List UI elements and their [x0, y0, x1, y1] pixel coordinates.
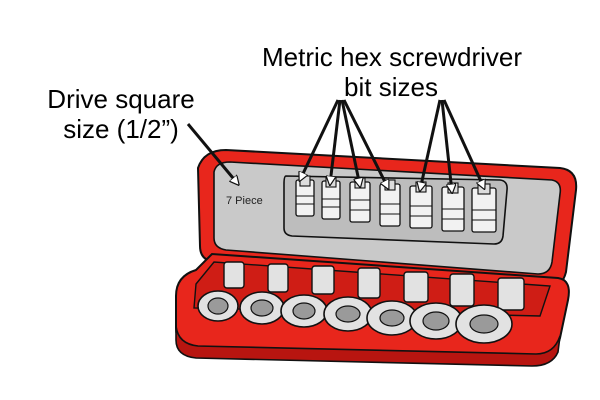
drive-square-label-line2: size (1/2”) [63, 114, 179, 144]
hex-bit [295, 175, 315, 217]
socket [366, 271, 429, 336]
socket [455, 277, 525, 344]
drive-square-label: Drive square size (1/2”) [36, 84, 206, 144]
drive-square-arrow [186, 123, 238, 184]
lid-label: 7 Piece [226, 195, 263, 207]
metric-hex-label-line2: bit sizes [344, 72, 438, 102]
drive-square-label-line1: Drive square [47, 84, 195, 114]
metric-hex-arrows [300, 99, 484, 192]
sockets [197, 261, 525, 344]
hex-bit [471, 183, 497, 233]
hex-bits [295, 175, 497, 233]
callout-arrow [442, 99, 484, 188]
callout-arrow [440, 99, 452, 192]
metric-hex-label: Metric hex screwdriver bit sizes [262, 42, 523, 102]
socket [280, 265, 335, 328]
callout-arrow [342, 99, 388, 188]
base-lower-rim [175, 325, 561, 367]
socket [197, 261, 245, 322]
callout-arrow [420, 99, 442, 190]
callout-arrow [340, 99, 360, 186]
hex-bit [379, 179, 401, 227]
callout-arrow [330, 99, 342, 184]
socket [323, 267, 381, 332]
callout-arrow [300, 99, 340, 180]
metric-hex-label-line1: Metric hex screwdriver [262, 42, 523, 72]
socket [239, 263, 289, 325]
socket [409, 273, 475, 340]
